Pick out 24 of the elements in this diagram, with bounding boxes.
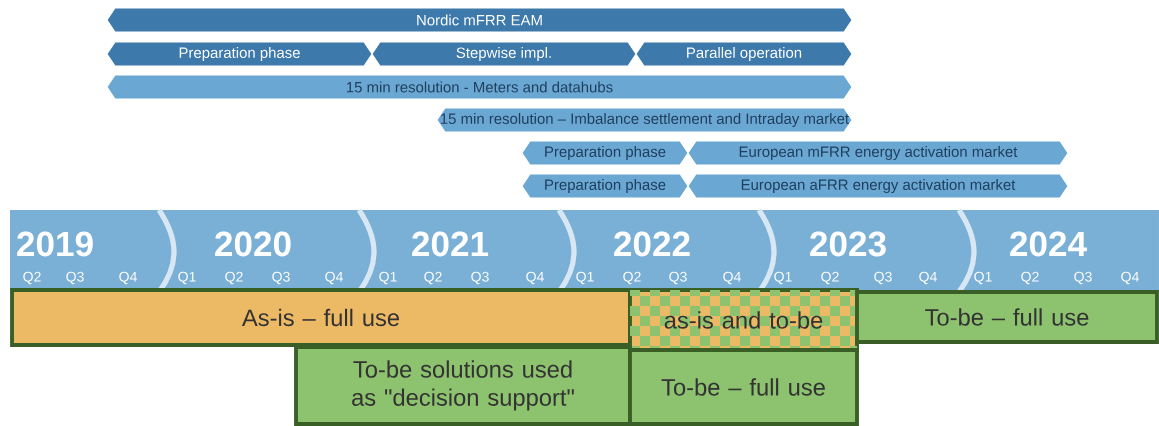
quarter-label: Q2 [821,271,839,285]
status-box: To-be – full use [628,348,859,426]
quarter-label: Q1 [576,271,594,285]
quarter-label: Q3 [669,271,687,285]
chevron-bar: Preparation phase [106,41,373,67]
year-label: 2021 [412,231,489,257]
quarter-label: Q3 [874,271,892,285]
chevron-bar: Nordic mFRR EAM [106,7,853,33]
chevron-bar: 15 min resolution – Imbalance settlement and Intraday market [436,107,853,133]
status-box: To-be – full use [855,290,1159,344]
chevron-bar: Preparation phase [521,140,689,166]
year-label: 2022 [614,231,690,257]
chevron-bar: European aFRR energy activation market [687,173,1069,199]
chevron-bar: 15 min resolution - Meters and datahubs [106,74,853,100]
chevron-bar: European mFRR energy activation market [687,140,1069,166]
year-label: 2020 [215,231,291,257]
year-label: 2024 [1010,231,1087,257]
year-label: 2023 [810,231,886,257]
chevron-bar: Stepwise impl. [371,41,637,67]
status-box: To-be solutions used as "decision support" [294,345,632,426]
chevron-bar: Preparation phase [521,173,689,199]
year-label: 2019 [17,231,93,257]
quarter-label: Q2 [623,271,641,285]
chevron-bar: Parallel operation [635,41,853,67]
